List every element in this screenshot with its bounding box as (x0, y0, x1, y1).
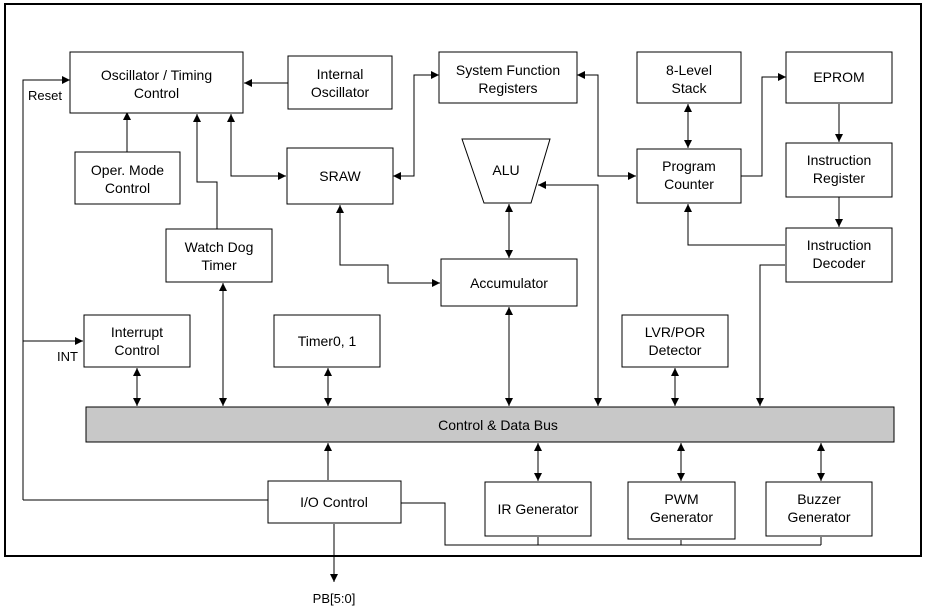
wire-reset (22, 76, 70, 500)
block-alu: ALU (461, 138, 551, 204)
wire-pc-eprom (741, 73, 786, 177)
block-intosc-line-2: Oscillator (311, 84, 370, 100)
block-sraw-line-1: SRAW (319, 168, 361, 184)
block-idec-line-1: Instruction (807, 237, 872, 253)
block-intc-line-2: Control (114, 342, 159, 358)
block-ir-line-1: Instruction (807, 152, 872, 168)
wire-alu-bus (538, 181, 602, 406)
block-opmode-line-2: Control (105, 180, 150, 196)
block-lvr-line-2: Detector (649, 342, 702, 358)
block-program-counter: Program Counter (636, 148, 742, 204)
wire-sraw-acc (336, 205, 440, 287)
block-sfr-line-1: System Function (456, 62, 560, 78)
block-stack: 8-Level Stack (636, 51, 742, 104)
block-watch-dog-timer: Watch Dog Timer (165, 228, 273, 283)
block-wdt-line-1: Watch Dog (185, 239, 254, 255)
block-io-control: I/O Control (267, 480, 402, 524)
block-osc: Oscillator / Timing Control (69, 51, 244, 114)
diagram-frame (4, 3, 922, 557)
block-eprom-line-1: EPROM (813, 69, 864, 85)
block-idec-line-2: Decoder (813, 255, 866, 271)
block-io-line-1: I/O Control (300, 494, 368, 510)
block-internal-oscillator: Internal Oscillator (287, 55, 393, 110)
block-sfr-line-2: Registers (478, 80, 537, 96)
block-stack-line-2: Stack (671, 80, 707, 96)
block-ir-generator: IR Generator (484, 481, 592, 537)
block-lvr-por-detector: LVR/POR Detector (621, 314, 729, 368)
block-interrupt-control: Interrupt Control (83, 314, 191, 368)
wire-wdt-osc (193, 114, 218, 229)
block-sraw: SRAW (286, 147, 394, 205)
block-pwm-line-2: Generator (650, 509, 713, 525)
block-opmode-line-1: Oper. Mode (91, 162, 164, 178)
block-irgen-line-1: IR Generator (498, 501, 579, 517)
block-buzzer-line-1: Buzzer (797, 491, 841, 507)
block-osc-line-1: Oscillator / Timing (101, 67, 212, 83)
wire-decoder-bus (756, 264, 785, 406)
block-intc-line-1: Interrupt (111, 324, 163, 340)
block-accumulator: Accumulator (440, 258, 578, 307)
wire-osc-sraw (227, 114, 286, 180)
connections (22, 71, 843, 582)
control-data-bus: Control & Data Bus (85, 406, 895, 443)
block-oper-mode-control: Oper. Mode Control (74, 151, 181, 205)
block-intosc-line-1: Internal (317, 66, 364, 82)
wire-sraw-sfr (393, 71, 439, 180)
reset-label: Reset (28, 88, 62, 103)
block-stack-line-1: 8-Level (666, 62, 712, 78)
block-instruction-register: Instruction Register (785, 142, 893, 198)
block-buzzer-generator: Buzzer Generator (765, 481, 873, 537)
block-lvr-line-1: LVR/POR (645, 324, 705, 340)
block-system-function-registers: System Function Registers (438, 51, 578, 104)
block-pwm-line-1: PWM (664, 491, 698, 507)
wire-sfr-pc (577, 71, 636, 180)
wire-decoder-pc (684, 204, 785, 246)
block-acc-line-1: Accumulator (470, 275, 548, 291)
block-instruction-decoder: Instruction Decoder (785, 227, 893, 283)
block-wdt-line-2: Timer (201, 257, 237, 273)
block-pc-line-2: Counter (664, 176, 714, 192)
block-eprom: EPROM (785, 51, 893, 104)
block-pwm-generator: PWM Generator (627, 481, 736, 540)
wire-io-generators (401, 502, 821, 546)
block-pc-line-1: Program (662, 158, 716, 174)
block-osc-line-2: Control (134, 85, 179, 101)
block-timer-line-1: Timer0, 1 (298, 333, 357, 349)
block-buzzer-line-2: Generator (787, 509, 850, 525)
pb-pins-label: PB[5:0] (313, 591, 356, 606)
bus-label: Control & Data Bus (438, 417, 558, 433)
int-label: INT (57, 349, 78, 364)
block-alu-line-1: ALU (492, 162, 519, 178)
block-ir-line-2: Register (813, 170, 865, 186)
block-timer: Timer0, 1 (273, 314, 381, 368)
